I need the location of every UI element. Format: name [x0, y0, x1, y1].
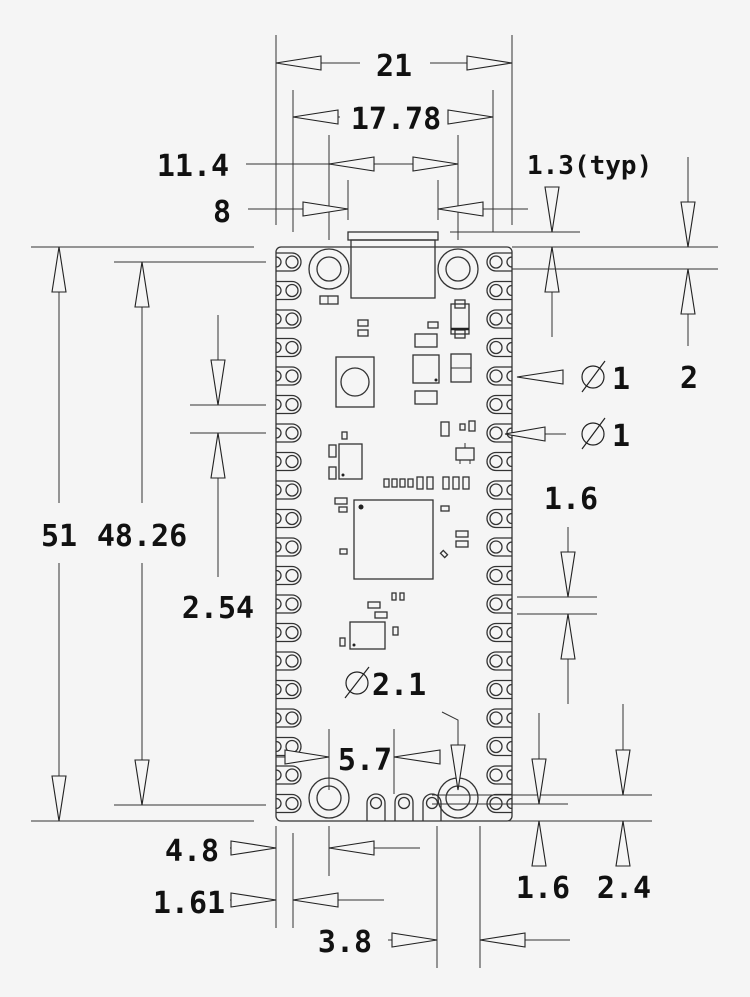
label-mount-hole-spacing: 11.4 [157, 149, 229, 184]
usb-connector [347, 231, 439, 299]
debug-header [366, 793, 442, 821]
label-pad-width: 1.6 [544, 482, 598, 517]
dimension-lines [31, 35, 718, 968]
label-debug-header-width: 3.8 [318, 925, 372, 960]
label-height-total: 51 [41, 519, 77, 554]
diameter-symbols [344, 360, 606, 699]
board-outline [275, 246, 513, 822]
label-pin-row-length: 48.26 [97, 519, 187, 554]
left-pin-row [275, 252, 302, 814]
label-pin-hole-dia: 1 [612, 419, 630, 454]
label-top-hole-offset: 2 [680, 361, 698, 396]
label-pin-edge-x: 1.61 [153, 886, 225, 921]
label-bottom-hole-offset: 2.4 [597, 871, 651, 906]
label-usb-width: 8 [213, 195, 231, 230]
label-usb-overhang: 1.3(typ) [527, 151, 652, 181]
label-bottom-pin-offset: 1.6 [516, 871, 570, 906]
label-pin-pitch: 2.54 [182, 591, 254, 626]
label-debug-header-offset: 5.7 [338, 743, 392, 778]
label-width-total: 21 [376, 49, 412, 84]
label-mount-hole-dia: 1 [612, 362, 630, 397]
components [319, 295, 476, 650]
label-large-hole-dia: 2.1 [372, 668, 426, 703]
right-pin-row [486, 252, 513, 814]
dimension-labels: 21 17.78 11.4 8 1.3(typ) 2 1 1 1.6 51 48… [41, 49, 698, 960]
label-mount-hole-edge-x: 4.8 [165, 834, 219, 869]
label-pin-row-spacing: 17.78 [351, 102, 441, 137]
